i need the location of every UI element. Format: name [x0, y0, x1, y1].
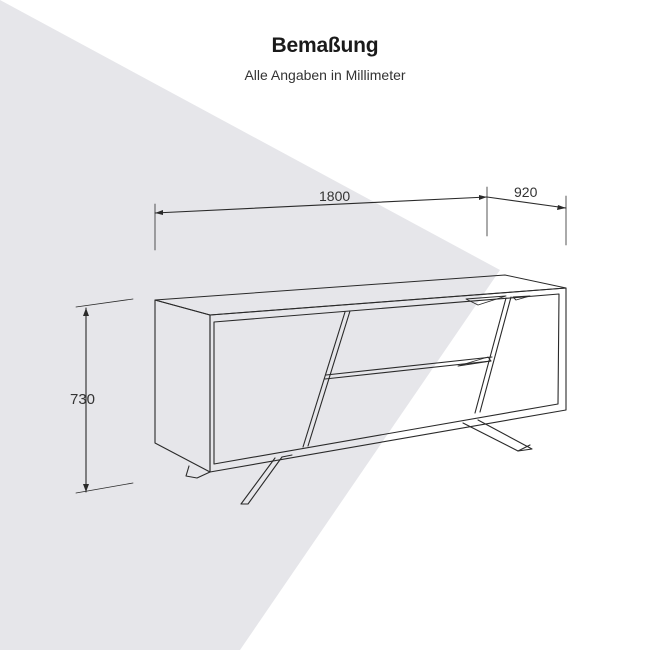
depth-dimension-line: [486, 195, 567, 246]
height-dimension-label: 730: [70, 391, 96, 408]
width-dimension-line: [154, 186, 488, 251]
cabinet-body: [154, 274, 567, 473]
page-subtitle: Alle Angaben in Millimeter: [244, 67, 406, 83]
cabinet-front-panels: [302, 295, 531, 448]
page-title: Bemaßung: [271, 34, 379, 57]
header: Bemaßung Alle Angaben in Millimeter: [0, 34, 650, 83]
cabinet-legs: [185, 419, 533, 505]
width-dimension-label: 1800: [319, 188, 351, 204]
height-dimension-line: [75, 298, 134, 494]
depth-dimension-label: 920: [514, 184, 538, 200]
